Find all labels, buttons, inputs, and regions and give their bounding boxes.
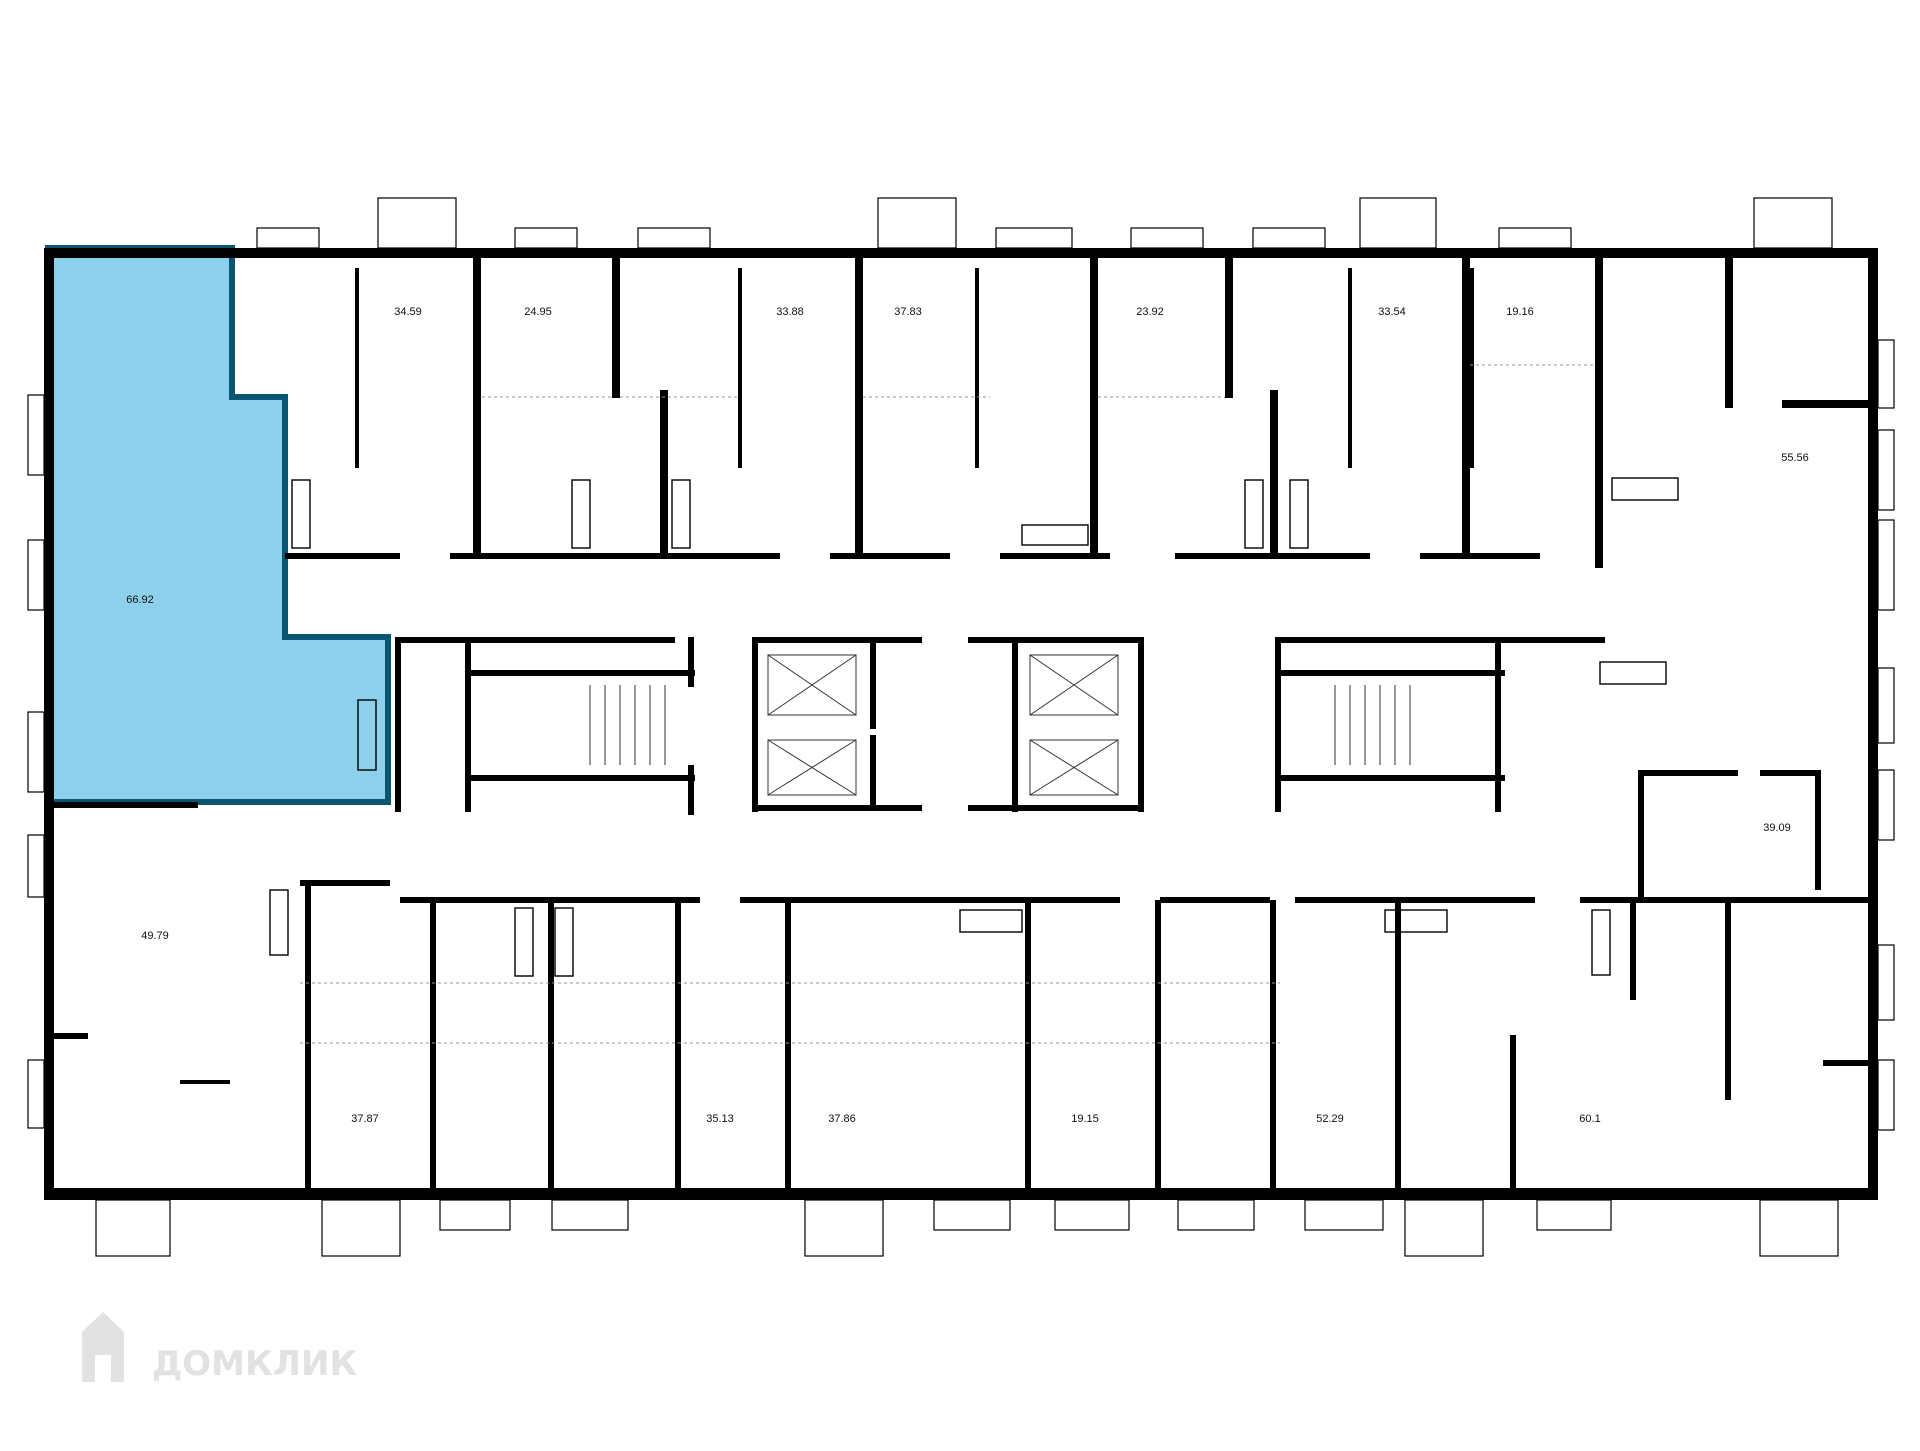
area-label-60-1: 60.1 bbox=[1579, 1113, 1600, 1125]
house-logo-icon bbox=[82, 1312, 124, 1382]
area-label-24-95: 24.95 bbox=[524, 306, 552, 318]
area-label-49-79: 49.79 bbox=[141, 930, 169, 942]
area-label-33-54: 33.54 bbox=[1378, 306, 1406, 318]
area-label-55-56: 55.56 bbox=[1781, 452, 1809, 464]
area-label-34-59: 34.59 bbox=[394, 306, 422, 318]
area-label-35-13: 35.13 bbox=[706, 1113, 734, 1125]
area-label-37-86: 37.86 bbox=[828, 1113, 856, 1125]
area-label-33-88: 33.88 bbox=[776, 306, 804, 318]
bottom-balconies bbox=[95, 1199, 1839, 1257]
area-label-52-29: 52.29 bbox=[1316, 1113, 1344, 1125]
upper-partition-walls bbox=[285, 248, 1878, 568]
area-label-19-15: 19.15 bbox=[1071, 1113, 1099, 1125]
area-labels: 66.92 34.59 24.95 33.88 37.83 23.92 33.5… bbox=[126, 306, 1809, 1125]
watermark: ДОМКЛИК bbox=[82, 1312, 358, 1384]
side-windows bbox=[27, 339, 1895, 1131]
area-label-19-16: 19.16 bbox=[1506, 306, 1534, 318]
watermark-text: ДОМКЛИК bbox=[152, 1344, 358, 1384]
building-core bbox=[395, 637, 1605, 815]
area-label-23-92: 23.92 bbox=[1136, 306, 1164, 318]
area-label-39-09: 39.09 bbox=[1763, 822, 1791, 834]
bathroom-fixtures bbox=[269, 477, 1679, 977]
area-label-37-83: 37.83 bbox=[894, 306, 922, 318]
area-label-66-92: 66.92 bbox=[126, 594, 154, 606]
lower-partition-walls bbox=[48, 770, 1878, 1200]
area-label-37-87: 37.87 bbox=[351, 1113, 379, 1125]
outer-walls bbox=[44, 248, 1878, 1200]
zone-dashes bbox=[300, 364, 1595, 1044]
apartment-66-92-highlight[interactable] bbox=[45, 245, 391, 805]
top-balconies bbox=[256, 197, 1833, 249]
